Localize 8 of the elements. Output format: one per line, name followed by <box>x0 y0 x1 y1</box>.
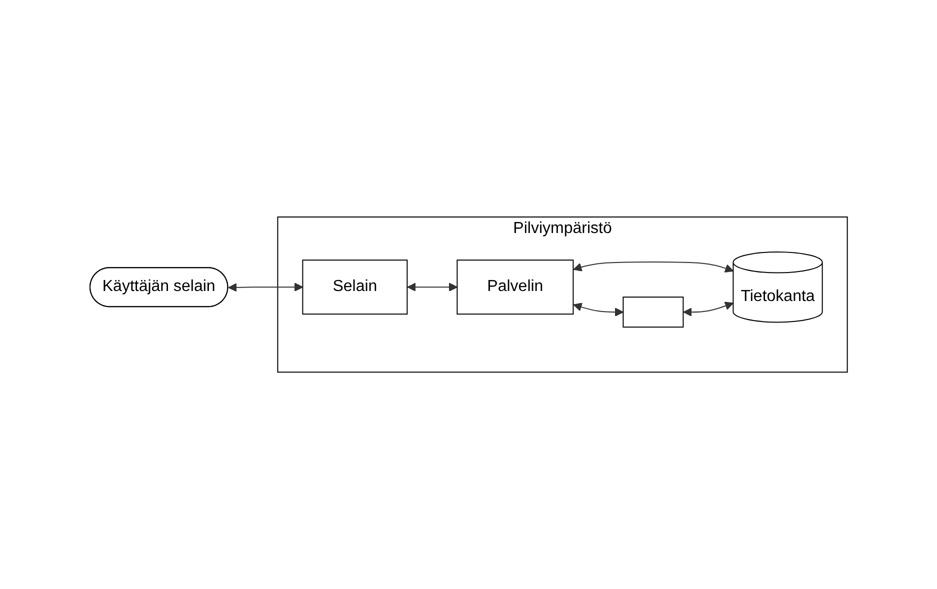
arrow <box>407 282 458 292</box>
node-box <box>622 296 684 328</box>
node-box: Palvelin <box>456 260 574 315</box>
arrow <box>573 261 734 272</box>
arrow <box>228 282 303 292</box>
node-box: Selain <box>302 260 408 315</box>
arrow <box>683 302 734 316</box>
arrow <box>573 302 624 316</box>
